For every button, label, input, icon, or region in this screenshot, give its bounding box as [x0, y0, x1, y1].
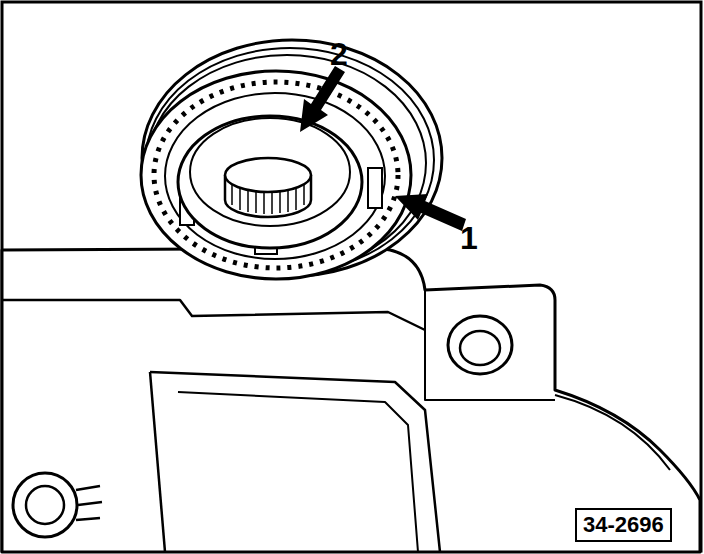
synchro-assembly-part	[232, 185, 304, 214]
pointer-arrow	[300, 66, 345, 132]
synchro-assembly-part	[225, 158, 311, 192]
gearbox-housing-part	[26, 486, 64, 524]
gearbox-housing-part	[460, 331, 500, 365]
gearbox-housing-part	[2, 300, 425, 330]
synchro-assembly-part	[141, 71, 411, 279]
callout-number: 2	[330, 38, 348, 70]
gearbox-housing-part	[150, 372, 440, 552]
synchro-assembly-part	[178, 116, 362, 248]
synchro-assembly-part	[154, 82, 398, 268]
pointer-arrow	[395, 194, 466, 231]
synchro-assembly-part	[165, 93, 385, 259]
synchro-assembly-part	[190, 118, 350, 226]
synchro-assembly	[141, 40, 442, 279]
gearbox-housing-part	[448, 316, 512, 374]
synchro-assembly-part	[368, 168, 382, 208]
gearbox-housing-part	[555, 395, 670, 470]
figure-number-box: 34-2696	[575, 508, 672, 542]
gearbox-housing-part	[13, 473, 77, 537]
gearbox-housing-part	[425, 290, 555, 400]
callout-number: 1	[460, 222, 478, 254]
figure-number: 34-2696	[583, 512, 664, 538]
gearbox-housing-part	[178, 392, 418, 552]
gearbox-housing-part	[76, 486, 102, 520]
gearbox-housing	[2, 248, 700, 552]
gearbox-housing-part	[150, 372, 165, 552]
gearbox-housing-part	[2, 248, 700, 552]
